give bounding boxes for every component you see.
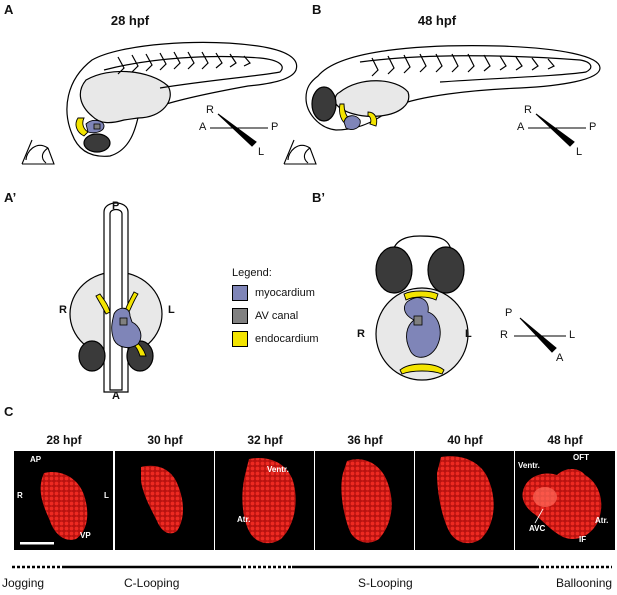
viewer-eye-b [283,139,317,165]
axis-symbol-a [210,113,268,147]
orient-a-prime-top: P [112,200,120,212]
micrograph-32hpf: Ventr. Atr. [215,451,314,550]
micrograph-title: 40 hpf [447,433,483,447]
panel-a-title: 28 hpf [110,13,150,28]
micrograph-40hpf [415,451,514,550]
viewer-eye-a [21,139,55,165]
myocardium-swatch [232,285,248,301]
panel-letter-b-prime: B’ [312,190,325,205]
embryo-dorsal-28hpf [69,202,163,393]
panel-letter-b: B [312,2,322,17]
axis-a-posterior: P [271,121,279,133]
label-ventricle: Ventr. [518,461,540,470]
orient-b-prime-right: L [465,328,472,340]
axis-symbol-b-prime [514,317,566,353]
heart-fluorescence [141,465,183,534]
legend-item-av-canal: AV canal [232,308,298,324]
phase-s-looping: S-Looping [358,576,413,590]
micrograph-title: 36 hpf [347,433,383,447]
orient-a-prime-left: R [59,304,67,316]
axis-b-posterior: P [589,121,597,133]
micrograph-28hpf: AP R L VP [14,451,113,550]
axis-b-prime-left: L [569,329,576,341]
axis-symbol-b [528,113,586,147]
orient-a-prime-right: L [168,304,175,316]
label-ventricle: Ventr. [267,465,289,474]
label-oft: OFT [573,453,589,462]
label-vp: VP [80,531,91,540]
micrograph-title: 30 hpf [147,433,183,447]
micrograph-title: 48 hpf [547,433,583,447]
heart-fluorescence [20,471,88,545]
legend-label: endocardium [255,333,319,345]
endocardium-swatch [232,331,248,347]
panel-letter-c: C [4,404,14,419]
axis-b-anterior: A [517,121,525,133]
heart-fluorescence [341,459,392,543]
axis-a-anterior: A [199,121,207,133]
label-avc: AVC [529,524,546,533]
legend-item-endocardium: endocardium [232,331,319,347]
micrograph-48hpf: Ventr. OFT AVC Atr. IF [515,451,615,550]
embryo-ventral-48hpf [375,235,469,381]
orient-a-prime-bottom: A [112,390,120,402]
micrograph-title: 32 hpf [247,433,283,447]
orient-b-prime-left: R [357,328,365,340]
legend-item-myocardium: myocardium [232,285,315,301]
axis-a-right: R [206,104,214,116]
av-canal-swatch [232,308,248,324]
axis-b-left: L [576,146,583,158]
micrograph-title: 28 hpf [46,433,82,447]
heart-fluorescence [242,457,296,544]
embryo-48hpf [305,45,601,131]
legend-title: Legend: [232,267,272,279]
axis-b-prime-posterior: P [505,307,513,319]
heart-fluorescence [522,469,602,539]
micrograph-36hpf [315,451,414,550]
label-atrium: Atr. [595,516,609,525]
phase-c-looping: C-Looping [124,576,180,590]
axis-a-left: L [258,146,265,158]
label-r: R [17,491,23,500]
legend-label: myocardium [255,287,315,299]
label-l: L [104,491,109,500]
axis-b-prime-anterior: A [556,352,564,364]
embryo-28hpf [66,41,298,157]
heart-fluorescence [437,456,494,544]
legend-label: AV canal [255,310,299,322]
phase-jogging: Jogging [2,576,45,590]
panel-letter-a-prime: A’ [4,190,17,205]
phase-ballooning: Ballooning [556,576,613,590]
label-ap: AP [30,455,42,464]
panel-b-title: 48 hpf [417,13,457,28]
axis-b-prime-right: R [500,329,508,341]
axis-b-right: R [524,104,532,116]
micrograph-30hpf [115,451,214,550]
panel-letter-a: A [4,2,14,17]
label-if: IF [579,535,587,544]
label-atrium: Atr. [237,515,251,524]
